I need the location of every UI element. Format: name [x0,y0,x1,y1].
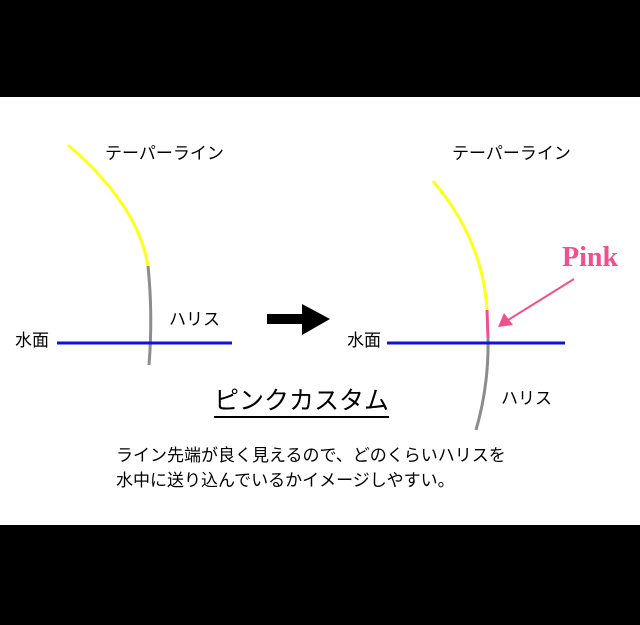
description-line-1: ライン先端が良く見えるので、どのくらいハリスを [116,446,506,466]
right-taper-line [431,180,489,311]
left-taper-label: テーパーライン [105,144,224,164]
right-water-label: 水面 [347,331,381,351]
right-harisu-label: ハリス [501,389,552,409]
description-line-2: 水中に送り込んでいるかイメージしやすい。 [116,471,455,491]
left-taper-line [67,143,150,267]
pink-label: Pink [562,242,619,273]
pink-pointer-arrow [498,278,575,327]
left-water-label: 水面 [15,331,49,351]
right-harisu-line [474,337,490,431]
page-title: ピンクカスタム [214,388,390,418]
left-harisu-label: ハリス [169,310,220,330]
right-pink-tip [485,309,490,339]
left-harisu-line [146,265,153,366]
right-taper-label: テーパーライン [452,144,571,164]
diagram-panel [0,97,640,525]
transition-arrow [267,304,330,335]
